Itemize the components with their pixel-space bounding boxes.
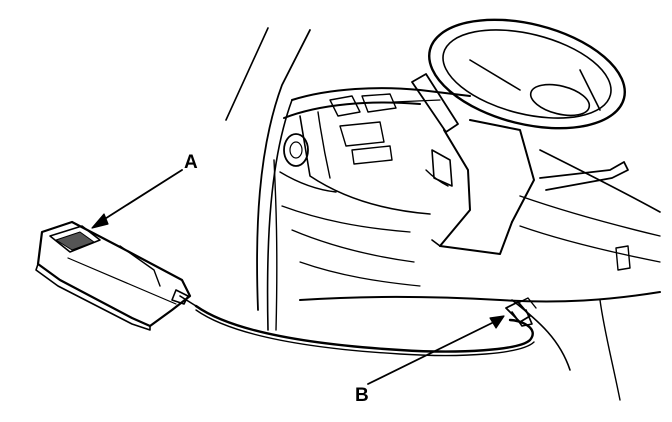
arrowhead-a [91,213,109,229]
lower-dash [299,149,661,401]
arrowhead-b [489,315,505,329]
data-link-connector [505,297,537,327]
callout-label-b: B [355,385,369,406]
door-frame [225,27,311,331]
steering-column [425,119,535,255]
leader-line-a [99,169,183,223]
leader-arrows [91,169,505,385]
leader-line-b [367,321,495,385]
connection-cable [194,304,535,357]
callout-label-a: A [184,152,198,173]
steering-wheel [428,18,626,130]
scan-tool [35,220,197,331]
dashboard [279,87,471,287]
